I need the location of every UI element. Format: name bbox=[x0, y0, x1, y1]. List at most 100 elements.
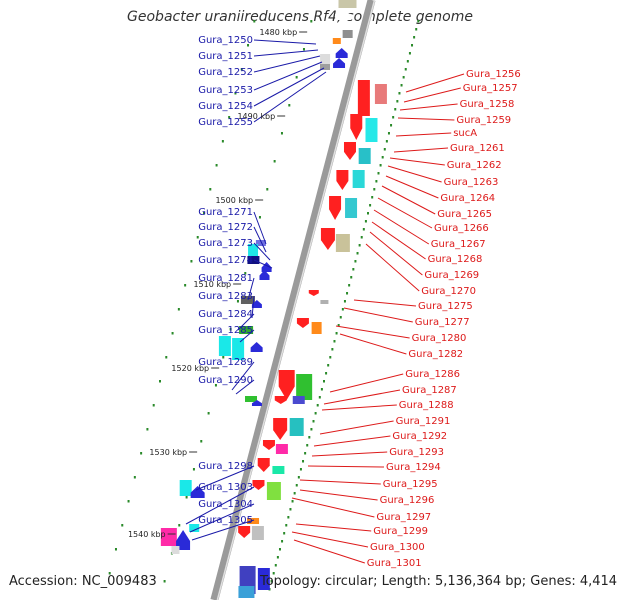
leader-line-right bbox=[311, 451, 388, 457]
leader-line-right bbox=[291, 497, 375, 518]
gene-box bbox=[345, 198, 358, 218]
gene-box bbox=[247, 518, 260, 524]
gene-label-right: Gura_1265 bbox=[437, 209, 492, 220]
gene-box bbox=[160, 528, 177, 546]
gene-arrow-reverse bbox=[343, 142, 356, 160]
leader-line-right bbox=[405, 73, 465, 93]
genome-summary-text: Topology: circular; Length: 5,136,364 bp… bbox=[260, 574, 617, 589]
gene-label-left: Gura_1290 bbox=[198, 375, 253, 386]
gene-arrow-reverse bbox=[273, 418, 288, 440]
leader-line-left bbox=[253, 211, 267, 245]
leader-line-right bbox=[373, 209, 430, 245]
gene-label-right: Gura_1291 bbox=[396, 416, 451, 427]
gene-arrow-reverse bbox=[336, 170, 349, 190]
scale-label: 1480 kbp bbox=[259, 28, 297, 37]
gene-box bbox=[240, 296, 255, 304]
accession-text: Accession: NC_009483 bbox=[9, 574, 157, 589]
gene-label-right: Gura_1267 bbox=[431, 239, 486, 250]
gene-label-right: Gura_1287 bbox=[402, 385, 457, 396]
gene-box bbox=[332, 38, 341, 44]
gene-label-left: Gura_1253 bbox=[198, 85, 253, 96]
gene-box bbox=[171, 546, 180, 554]
gene-box bbox=[335, 14, 352, 20]
gene-label-left: Gura_1252 bbox=[198, 67, 253, 78]
gene-label-right: Gura_1275 bbox=[418, 301, 473, 312]
gene-label-right: Gura_1257 bbox=[463, 83, 518, 94]
gene-features bbox=[160, 0, 387, 598]
gene-box bbox=[357, 80, 370, 116]
leader-line-right bbox=[319, 420, 394, 435]
gene-label-right: Gura_1293 bbox=[389, 447, 444, 458]
gene-box bbox=[296, 374, 313, 400]
leader-line-right bbox=[399, 103, 458, 111]
gene-label-left: Gura_1289 bbox=[198, 357, 253, 368]
gene-arrow-reverse bbox=[308, 290, 319, 296]
map-title: Geobacter uraniireducens Rf4, complete g… bbox=[127, 9, 473, 25]
leader-line-left bbox=[185, 486, 255, 525]
gene-label-left: Gura_1298 bbox=[198, 461, 253, 472]
gene-box bbox=[374, 84, 387, 104]
gene-label-left: Gura_1251 bbox=[198, 51, 253, 62]
leader-line-right bbox=[393, 147, 449, 153]
leader-line-right bbox=[403, 87, 461, 103]
gene-arrow-reverse bbox=[350, 114, 363, 140]
gene-box bbox=[218, 336, 231, 356]
leader-line-right bbox=[299, 479, 381, 485]
leader-line-left bbox=[251, 295, 255, 319]
leader-line-left bbox=[253, 61, 323, 91]
gene-box bbox=[319, 64, 330, 70]
gene-arrow-reverse bbox=[296, 318, 309, 328]
gene-box bbox=[352, 170, 365, 188]
gene-label-left: Gura_1250 bbox=[198, 35, 253, 46]
gene-box bbox=[311, 322, 322, 334]
gene-arrow-forward bbox=[261, 262, 272, 272]
leader-line-right bbox=[377, 197, 433, 229]
leader-line-left bbox=[239, 329, 255, 343]
gene-label-right: Gura_1288 bbox=[399, 400, 454, 411]
gene-box bbox=[245, 396, 258, 402]
gene-box bbox=[179, 480, 192, 496]
gene-label-right: Gura_1269 bbox=[424, 270, 479, 281]
gene-label-left: Gura_1283 bbox=[198, 291, 253, 302]
gene-box bbox=[335, 234, 350, 252]
leader-line-right bbox=[323, 389, 401, 405]
leader-line-left bbox=[235, 379, 255, 395]
gene-label-right: Gura_1297 bbox=[376, 512, 431, 523]
leader-line-left bbox=[253, 67, 325, 107]
leader-line-left bbox=[237, 313, 255, 331]
gene-arrow-reverse bbox=[252, 480, 265, 490]
gene-label-left: Gura_1303 bbox=[198, 482, 253, 493]
scale-label: 1490 kbp bbox=[237, 112, 275, 121]
gene-box bbox=[338, 0, 357, 8]
gene-label-right: Gura_1301 bbox=[367, 558, 422, 569]
leader-line-right bbox=[389, 157, 445, 166]
gene-box bbox=[342, 30, 353, 38]
label-leaders bbox=[185, 39, 465, 564]
gene-box bbox=[247, 256, 260, 264]
gene-label-left: Gura_1255 bbox=[198, 117, 253, 128]
backbone-highlight bbox=[216, 0, 376, 600]
gene-arrow-forward bbox=[333, 58, 346, 68]
leader-line-right bbox=[295, 523, 372, 532]
leader-line-left bbox=[253, 49, 319, 57]
gene-label-right: Gura_1259 bbox=[456, 115, 511, 126]
leader-line-right bbox=[381, 185, 436, 215]
gene-box bbox=[358, 148, 371, 164]
gene-arrow-reverse bbox=[278, 370, 295, 400]
gene-box bbox=[365, 118, 378, 142]
gene-box bbox=[275, 444, 288, 454]
scale-label: 1500 kbp bbox=[215, 196, 253, 205]
gene-label-right: Gura_1292 bbox=[392, 431, 447, 442]
gene-arrow-reverse bbox=[329, 196, 342, 220]
gene-label-right: Gura_1286 bbox=[405, 369, 460, 380]
gene-label-left: Gura_1271 bbox=[198, 207, 253, 218]
gene-label-left: Gura_1304 bbox=[198, 499, 253, 510]
gene-box bbox=[266, 482, 281, 500]
leader-line-right bbox=[397, 117, 455, 121]
leader-line-right bbox=[371, 221, 426, 260]
gene-box bbox=[257, 568, 270, 590]
leader-line-left bbox=[191, 519, 255, 541]
leader-line-right bbox=[335, 325, 410, 339]
genome-backbone bbox=[210, 0, 376, 600]
